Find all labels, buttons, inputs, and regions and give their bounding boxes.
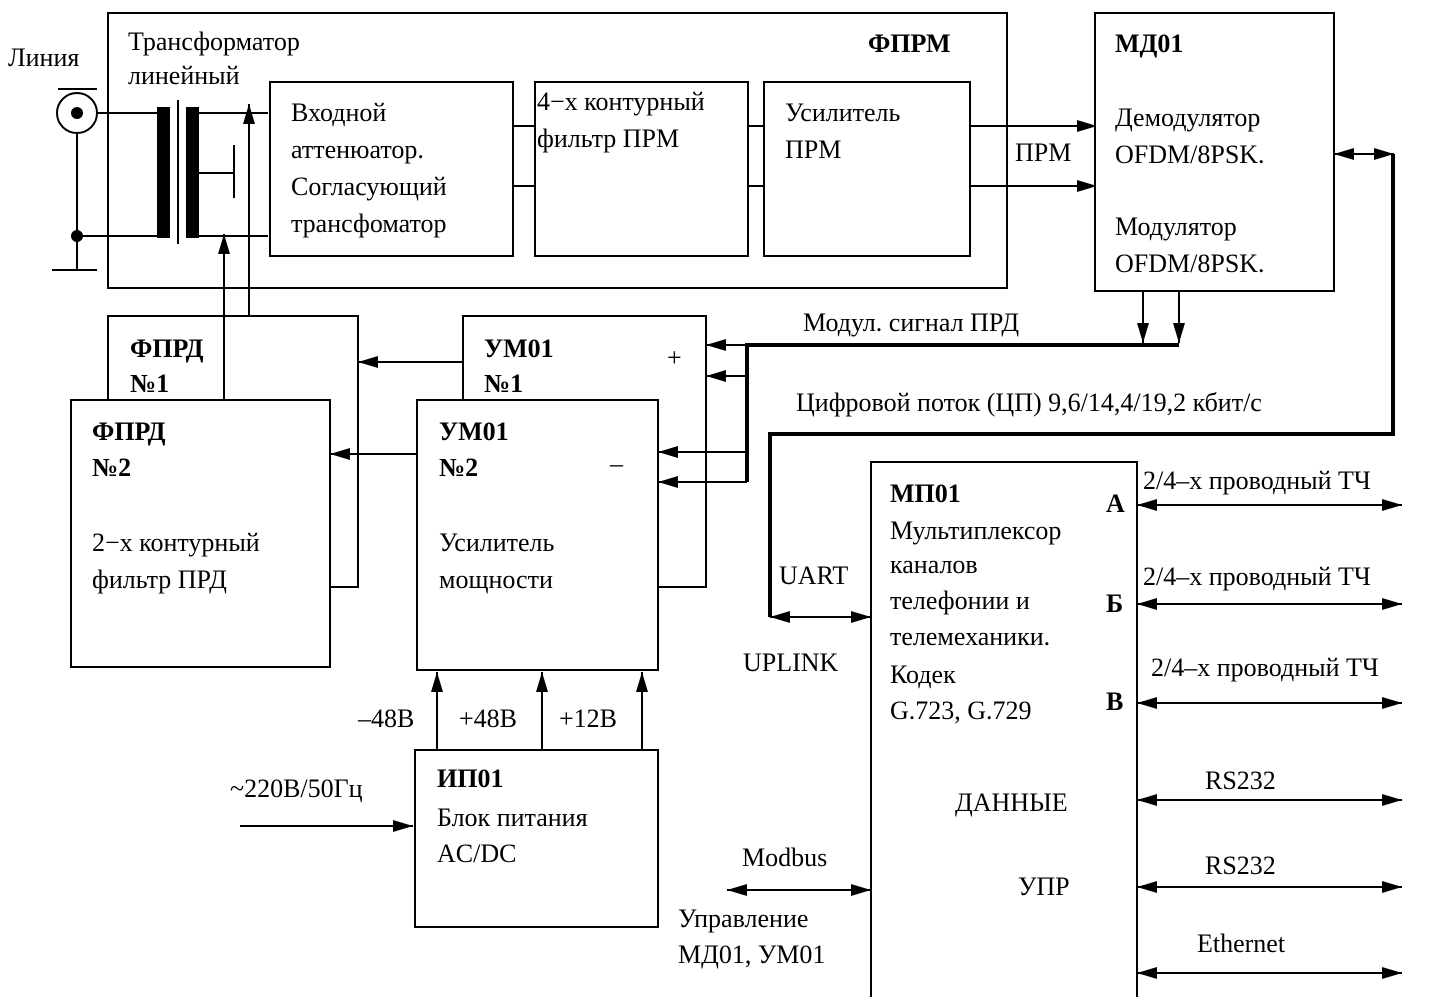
md01-uplink-wire (768, 148, 1395, 617)
uart-and-modbus-wires (727, 611, 871, 896)
mp01-title: МП01 (890, 479, 961, 508)
rx-amplifier-line-1: Усилитель (785, 98, 901, 127)
power-supply-desc-1: Блок питания (437, 803, 588, 832)
mp01-port-wires (1137, 499, 1402, 979)
um01-1-title-1: УМ01 (484, 334, 554, 363)
modbus-label: Modbus (742, 843, 827, 872)
demodulator-line-2: OFDM/8PSK. (1115, 140, 1265, 169)
md01-title: МД01 (1115, 29, 1183, 58)
ethernet-label: Ethernet (1197, 929, 1286, 958)
power-supply-block (414, 749, 659, 928)
rs232-data-label: RS232 (1205, 766, 1276, 795)
um01-2-title-1: УМ01 (439, 417, 509, 446)
prm-label: ПРМ (1015, 138, 1071, 167)
um01-2-block (416, 399, 659, 671)
power-out-plus48: +48В (459, 704, 517, 733)
power-out-plus12: +12В (559, 704, 617, 733)
transformer-label-1: Трансформатор (128, 27, 300, 56)
fprm-title: ФПРМ (868, 29, 950, 58)
transformer-label-2: линейный (128, 61, 240, 90)
um01-1-plus: + (667, 343, 682, 372)
fprd2-title-1: ФПРД (92, 417, 166, 446)
power-supply-desc-2: AC/DC (437, 839, 516, 868)
port-b-letter: Б (1106, 589, 1123, 618)
rx-filter-line-2: фильтр ПРМ (537, 124, 679, 153)
digital-stream-label: Цифровой поток (ЦП) 9,6/14,4/19,2 кбит/с (796, 388, 1262, 417)
mp01-block (870, 461, 1138, 997)
line-label: Линия (8, 43, 79, 72)
modulator-line-1: Модулятор (1115, 212, 1237, 241)
fprm-internal-wires (513, 120, 1097, 192)
fprm-block (107, 12, 1008, 289)
rx-filter-line-1: 4−х контурный (537, 87, 705, 116)
rx-filter-block (534, 81, 749, 257)
port-v-label: 2/4–х проводный ТЧ (1151, 653, 1379, 682)
control-port-label: УПР (1018, 872, 1070, 901)
data-port-label: ДАННЫЕ (955, 788, 1068, 817)
attenuator-line-2: аттенюатор. (291, 135, 424, 164)
um01-1-block (462, 315, 707, 588)
attenuator-line-1: Входной (291, 98, 386, 127)
attenuator-line-4: трансфоматор (291, 209, 447, 238)
line-transformer (157, 100, 268, 400)
control-label-2: МД01, УМ01 (678, 940, 825, 969)
rx-amplifier-line-2: ПРМ (785, 135, 841, 164)
mp01-desc-3: телефонии и (890, 586, 1030, 615)
um01-2-desc-1: Усилитель (439, 528, 555, 557)
attenuator-block (269, 81, 514, 257)
fprd2-desc-2: фильтр ПРД (92, 565, 227, 594)
fprd1-title-1: ФПРД (130, 334, 204, 363)
control-label-1: Управление (678, 904, 808, 933)
uplink-label: UPLINK (743, 648, 839, 677)
modulated-signal-bus (658, 291, 1185, 488)
fprd1-title-2: №1 (130, 369, 169, 398)
port-a-label: 2/4–х проводный ТЧ (1143, 466, 1371, 495)
amplifier-to-filter-wires (330, 356, 463, 460)
fprd2-block (70, 399, 331, 668)
attenuator-line-3: Согласующий (291, 172, 447, 201)
fprd2-title-2: №2 (92, 453, 131, 482)
fprd2-desc-1: 2−х контурный (92, 528, 260, 557)
power-rails (240, 672, 648, 832)
modulated-signal-label: Модул. сигнал ПРД (803, 308, 1019, 337)
um01-1-title-2: №1 (484, 369, 523, 398)
port-b-label: 2/4–х проводный ТЧ (1143, 562, 1371, 591)
modulator-line-2: OFDM/8PSK. (1115, 249, 1265, 278)
demodulator-line-1: Демодулятор (1115, 103, 1260, 132)
uart-label: UART (779, 561, 848, 590)
um01-2-title-2: №2 (439, 453, 478, 482)
mp01-desc-4: телемеханики. (890, 622, 1050, 651)
mp01-desc-1: Мультиплексор (890, 516, 1061, 545)
power-out-minus48: –48В (357, 704, 414, 733)
mp01-desc-2: каналов (890, 550, 978, 579)
power-supply-title: ИП01 (437, 764, 503, 793)
mp01-desc-5: Кодек (890, 660, 956, 689)
mains-input-label: ~220В/50Гц (230, 774, 363, 803)
rs232-control-label: RS232 (1205, 851, 1276, 880)
rx-amplifier-block (763, 81, 971, 257)
um01-2-desc-2: мощности (439, 565, 553, 594)
um01-2-minus: – (609, 449, 624, 478)
line-connector (52, 88, 160, 271)
fprd1-block (107, 315, 359, 588)
port-v-letter: В (1106, 687, 1123, 716)
mp01-desc-6: G.723, G.729 (890, 696, 1032, 725)
md01-block (1094, 12, 1335, 292)
port-a-letter: А (1106, 489, 1125, 518)
